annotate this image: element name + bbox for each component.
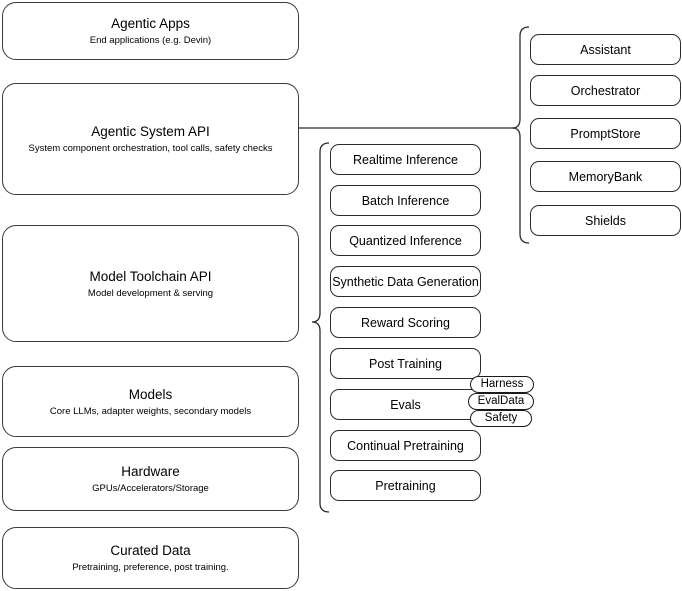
capability-label: Pretraining	[375, 478, 436, 493]
capability-label: Reward Scoring	[361, 315, 450, 330]
capability-label: Synthetic Data Generation	[332, 274, 479, 289]
layer-subtitle: Model development & serving	[87, 287, 214, 299]
component-shields[interactable]: Shields	[530, 205, 681, 236]
component-memorybank[interactable]: MemoryBank	[530, 161, 681, 192]
capability-pretraining[interactable]: Pretraining	[330, 470, 481, 501]
capability-label: Post Training	[369, 356, 442, 371]
capability-label: Continual Pretraining	[347, 438, 464, 453]
component-assistant[interactable]: Assistant	[530, 34, 681, 65]
layer-subtitle: GPUs/Accelerators/Storage	[92, 483, 209, 494]
capability-evals[interactable]: Evals	[330, 389, 481, 420]
brace-toolchain-capabilities	[311, 142, 330, 513]
layer-subtitle: End applications (e.g. Devin)	[89, 35, 212, 46]
layer-model-toolchain-api[interactable]: Model Toolchain API Model development & …	[2, 225, 299, 342]
evals-pill-safety[interactable]: Safety	[470, 410, 532, 427]
evals-pill-label: Harness	[480, 377, 524, 390]
capability-realtime-inference[interactable]: Realtime Inference	[330, 144, 481, 175]
capability-label: Quantized Inference	[349, 233, 462, 248]
layer-agentic-system-api[interactable]: Agentic System API System component orch…	[2, 83, 299, 195]
capability-reward-scoring[interactable]: Reward Scoring	[330, 307, 481, 338]
capability-synthetic-data-generation[interactable]: Synthetic Data Generation	[330, 266, 481, 297]
evals-pill-label: Safety	[484, 411, 518, 424]
capability-continual-pretraining[interactable]: Continual Pretraining	[330, 430, 481, 461]
layer-title: Model Toolchain API	[89, 268, 212, 284]
component-label: Orchestrator	[570, 83, 641, 98]
component-orchestrator[interactable]: Orchestrator	[530, 75, 681, 106]
component-promptstore[interactable]: PromptStore	[530, 118, 681, 149]
layer-title: Hardware	[121, 464, 180, 479]
layer-title: Models	[128, 386, 173, 402]
layer-title: Curated Data	[110, 543, 191, 558]
capability-label: Evals	[390, 397, 421, 412]
layer-agentic-apps[interactable]: Agentic Apps End applications (e.g. Devi…	[2, 2, 299, 60]
layer-hardware[interactable]: Hardware GPUs/Accelerators/Storage	[2, 447, 299, 511]
capability-label: Realtime Inference	[353, 152, 458, 167]
capability-label: Batch Inference	[361, 193, 450, 208]
brace-system-components	[512, 26, 530, 244]
component-label: PromptStore	[570, 126, 641, 141]
capability-quantized-inference[interactable]: Quantized Inference	[330, 225, 481, 256]
layer-models[interactable]: Models Core LLMs, adapter weights, secon…	[2, 366, 299, 437]
evals-pill-harness[interactable]: Harness	[470, 376, 534, 393]
capability-batch-inference[interactable]: Batch Inference	[330, 185, 481, 216]
evals-pill-label: EvalData	[477, 394, 525, 407]
capability-post-training[interactable]: Post Training	[330, 348, 481, 379]
layer-subtitle: System component orchestration, tool cal…	[28, 143, 273, 154]
layer-title: Agentic System API	[91, 124, 210, 139]
layer-subtitle: Core LLMs, adapter weights, secondary mo…	[49, 405, 252, 417]
evals-pill-evaldata[interactable]: EvalData	[468, 393, 534, 410]
layer-subtitle: Pretraining, preference, post training.	[72, 562, 229, 573]
component-label: MemoryBank	[568, 169, 643, 184]
layer-title: Agentic Apps	[111, 16, 190, 31]
component-label: Assistant	[580, 42, 631, 57]
layer-curated-data[interactable]: Curated Data Pretraining, preference, po…	[2, 527, 299, 589]
component-label: Shields	[585, 213, 626, 228]
